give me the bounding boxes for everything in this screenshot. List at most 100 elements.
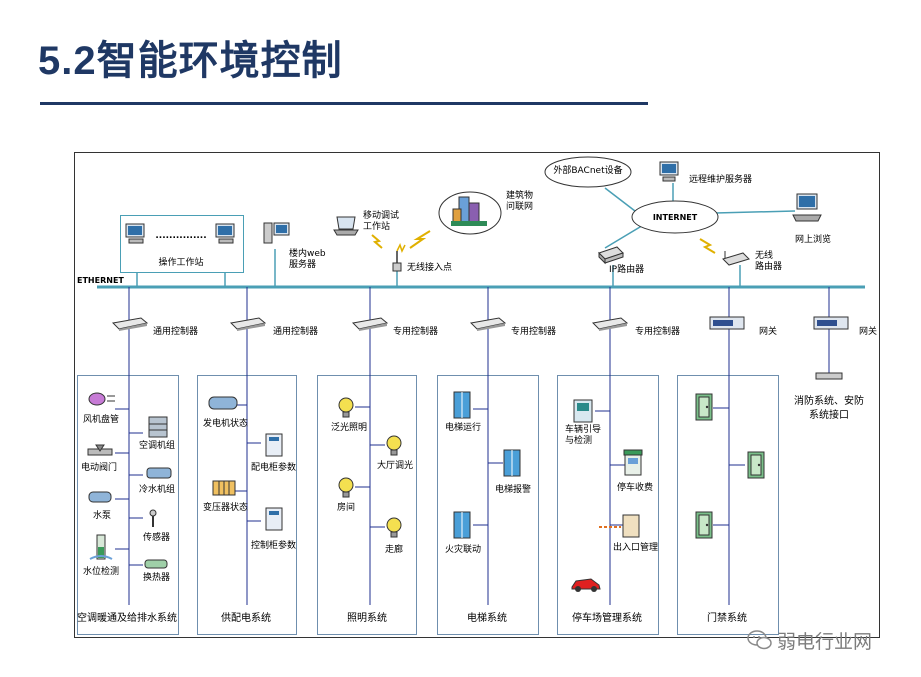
interface-module-icon — [815, 372, 843, 380]
sensor-icon — [149, 509, 157, 527]
vehicle-detector-icon — [573, 399, 593, 423]
fan-coil-icon — [88, 392, 115, 406]
generator-icon — [208, 396, 238, 410]
controller-icon — [229, 317, 267, 331]
ethernet-label: ETHERNET — [77, 276, 124, 285]
hvac-item-label: 空调机组 — [139, 441, 176, 451]
light-bulb-icon — [338, 477, 354, 498]
controller-label: 专用控制器 — [511, 327, 557, 337]
controller-icon — [591, 317, 629, 331]
parking-item-label: 停车收费 — [617, 483, 654, 493]
lighting-item-label: 房间 — [337, 503, 356, 513]
gateway-label: 网关 — [759, 327, 778, 337]
hvac-item-label: 电动阀门 — [81, 463, 118, 473]
bacnet-device-label: 外部BACnet设备 — [553, 166, 623, 176]
system-name: 停车场管理系统 — [572, 613, 642, 624]
browser-pc-icon — [792, 193, 822, 222]
bacnet-cloud-icon — [544, 156, 632, 188]
hvac-item-label: 水泵 — [93, 511, 112, 521]
heat-exchanger-icon — [144, 559, 168, 569]
wireless-router-icon — [722, 251, 750, 266]
power-item-label: 变压器状态 — [203, 503, 249, 513]
gateway-label: 网关 — [859, 327, 878, 337]
building-iot-cloud-icon — [438, 191, 502, 235]
light-bulb-icon — [338, 397, 354, 418]
parking-item-label: 出入口管理 — [613, 543, 659, 553]
system-name: 电梯系统 — [467, 613, 507, 624]
valve-icon — [87, 444, 113, 456]
internet-cloud-icon — [631, 200, 719, 234]
ip-router-label: IP路由器 — [609, 265, 645, 275]
web-browse-label: 网上浏览 — [795, 235, 832, 245]
fire-security-interface-label: 消防系统、安防 系统接口 — [794, 396, 864, 421]
light-bulb-icon — [386, 517, 402, 538]
controller-label: 通用控制器 — [153, 327, 199, 337]
hvac-item-label: 冷水机组 — [139, 485, 176, 495]
slide-title: 5.2智能环境控制 — [38, 39, 343, 83]
wireless-ap-label: 无线接入点 — [407, 263, 453, 273]
ip-router-icon — [598, 246, 624, 265]
workstation-icon — [125, 223, 145, 244]
gateway-icon — [813, 316, 849, 330]
access-system-box — [677, 375, 779, 635]
ahu-icon — [148, 416, 168, 438]
controller-label: 通用控制器 — [273, 327, 319, 337]
system-name: 空调暖通及给排水系统 — [77, 613, 177, 624]
operator-station-label: 操作工作站 — [158, 258, 204, 268]
controller-label: 专用控制器 — [393, 327, 439, 337]
power-item-label: 控制柜参数 — [251, 541, 297, 551]
architecture-diagram: ............... 操作工作站 楼内web 服务器 移动调试 工作站… — [74, 152, 880, 638]
elevator-icon — [453, 391, 471, 419]
water-level-icon — [89, 534, 113, 560]
watermark-text: 弱电行业网 — [777, 630, 873, 653]
building-iot-label: 建筑物 问联网 — [506, 191, 534, 212]
control-cabinet-icon — [265, 507, 283, 531]
laptop-icon — [333, 216, 359, 236]
distribution-cabinet-icon — [265, 433, 283, 457]
elevator-item-label: 电梯报警 — [495, 485, 532, 495]
door-icon — [695, 393, 713, 421]
system-name: 门禁系统 — [707, 613, 747, 624]
system-name: 供配电系统 — [221, 613, 271, 624]
title-underline — [40, 102, 648, 105]
lighting-item-label: 大厅调光 — [377, 461, 414, 471]
elevator-item-label: 火灾联动 — [445, 545, 482, 555]
system-name: 照明系统 — [347, 613, 387, 624]
web-server-icon — [263, 222, 290, 244]
hvac-item-label: 风机盘管 — [83, 415, 120, 425]
door-icon — [695, 511, 713, 539]
workstation-icon — [215, 223, 235, 244]
car-icon — [571, 578, 601, 592]
controller-icon — [469, 317, 507, 331]
chiller-icon — [146, 467, 172, 479]
elevator-icon — [503, 449, 521, 477]
transformer-icon — [212, 480, 236, 496]
parking-item-label: 车辆引导 与检测 — [565, 425, 602, 446]
power-item-label: 配电柜参数 — [251, 463, 297, 473]
lighting-system-box — [317, 375, 417, 635]
hvac-item-label: 换热器 — [143, 573, 171, 583]
elevator-icon — [453, 511, 471, 539]
toll-booth-icon — [623, 449, 643, 476]
lighting-item-label: 泛光照明 — [331, 423, 368, 433]
pump-icon — [88, 491, 112, 503]
watermark: 弱电行业网 — [747, 628, 873, 653]
controller-icon — [111, 317, 149, 331]
gateway-icon — [709, 316, 745, 330]
dots-ellipsis: ............... — [155, 231, 207, 241]
controller-icon — [351, 317, 389, 331]
hvac-item-label: 水位检测 — [83, 567, 120, 577]
remote-server-icon — [659, 161, 679, 182]
debug-station-label: 移动调试 工作站 — [363, 211, 400, 232]
lighting-item-label: 走廊 — [385, 545, 404, 555]
gate-icon — [599, 514, 640, 538]
wireless-ap-icon — [392, 251, 402, 272]
hvac-item-label: 传感器 — [143, 533, 171, 543]
wireless-router-label: 无线 路由器 — [755, 251, 783, 272]
web-server-label: 楼内web 服务器 — [289, 249, 326, 270]
power-item-label: 发电机状态 — [203, 419, 249, 429]
internet-label: INTERNET — [652, 213, 698, 222]
door-icon — [747, 451, 765, 479]
remote-server-label: 远程维护服务器 — [689, 175, 753, 185]
elevator-item-label: 电梯运行 — [445, 423, 482, 433]
